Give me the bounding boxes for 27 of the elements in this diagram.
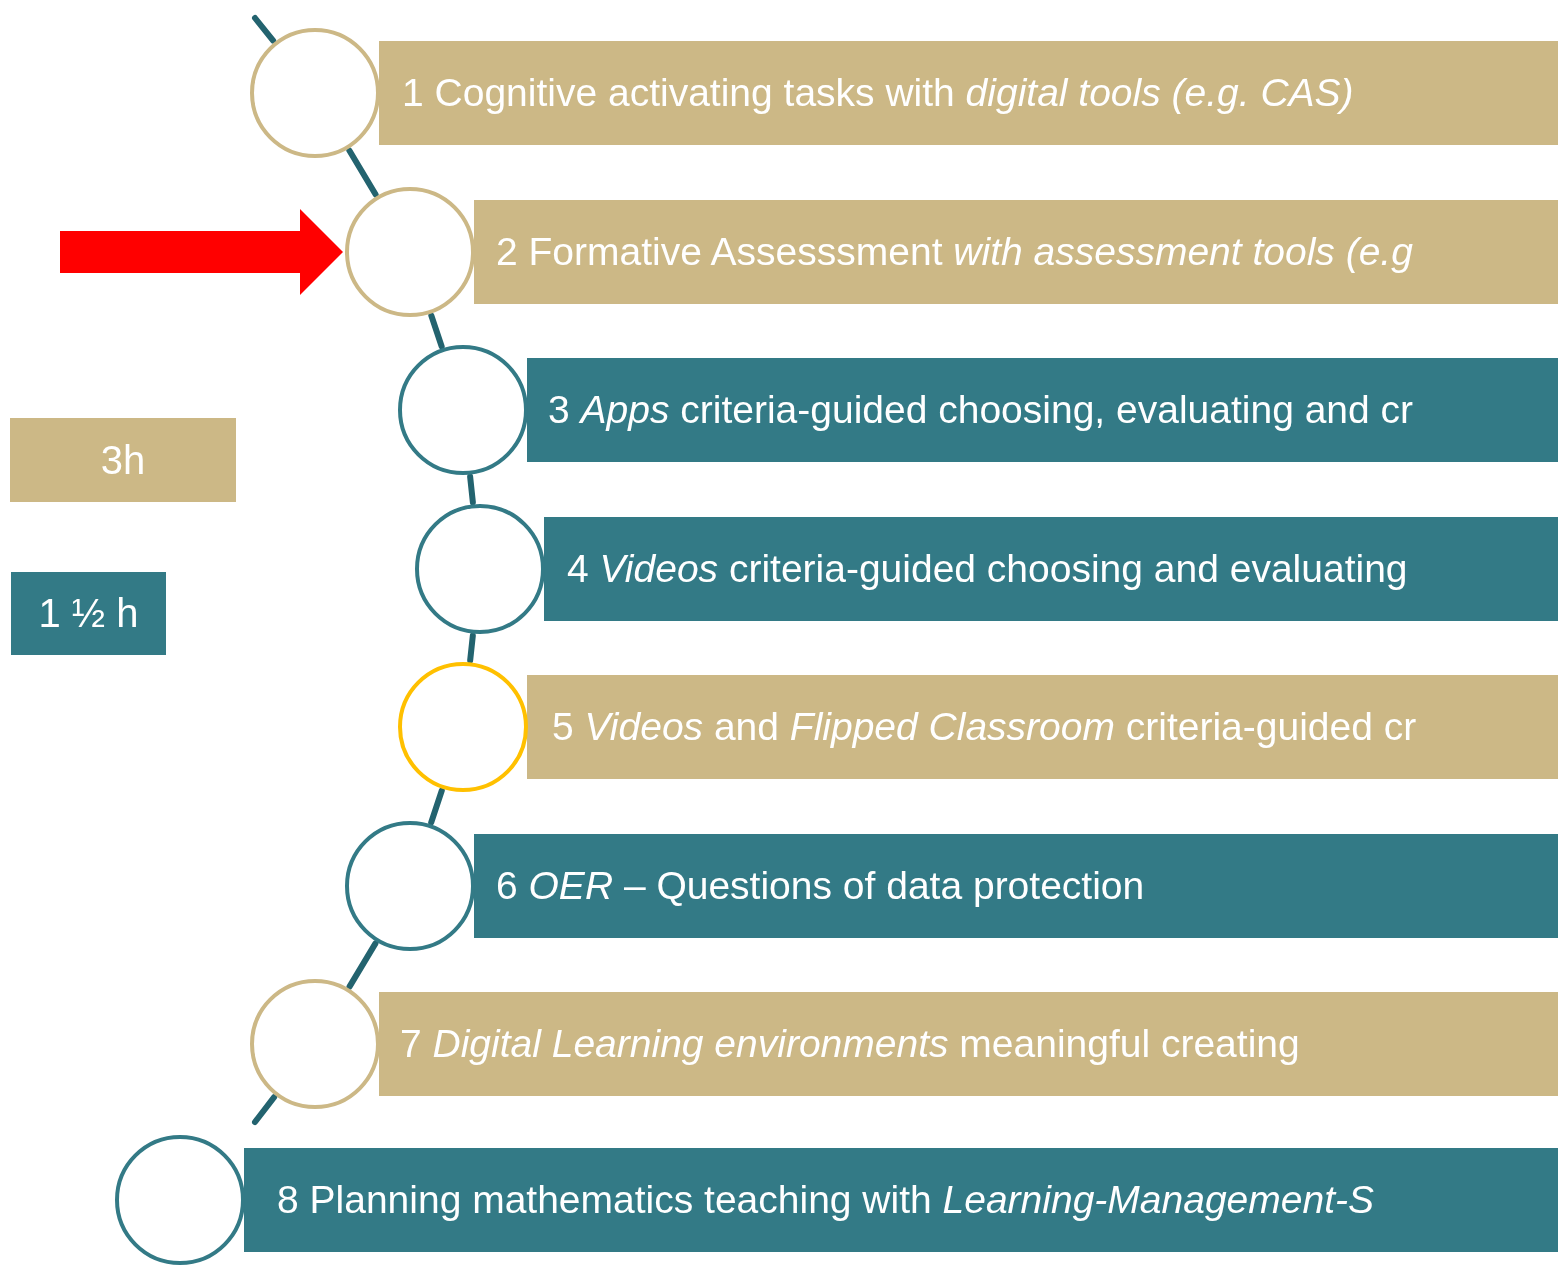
connector-line [346,147,379,198]
connector-line [346,940,379,990]
connector-line [252,15,277,44]
topic-text: 1 Cognitive activating tasks with digital tools (e.g. CAS) [402,71,1354,115]
topic-bar [379,41,1558,145]
topic-text: 5 Videos and Flipped Classroom criteria-guided cr [552,705,1417,749]
topic-bar [474,200,1558,304]
arrow [60,209,343,295]
topic-bar [544,517,1558,621]
connector-line [428,787,445,826]
topic-bar [527,358,1558,462]
connector-line [252,1094,278,1125]
topic-bar [379,992,1558,1096]
topic-text: 2 Formative Assesssment with assessment tools (e.g [496,230,1413,274]
topic-text: 4 Videos criteria-guided choosing and evaluating [567,547,1408,591]
legend-item: 3h [10,418,236,502]
connector-line [428,312,445,350]
topic-text: 7 Digital Learning environments meaningful creating [400,1022,1300,1066]
connector-line [467,473,476,506]
topic-text: 6 OER – Questions of data protection [496,864,1145,908]
connector-line [467,632,476,664]
topic-bar [474,834,1558,938]
topic-text: 8 Planning mathematics teaching with Learning-Management-S [277,1178,1374,1222]
topic-bar [244,1148,1558,1252]
legend-item: 1 ½ h [11,572,166,655]
topic-text: 3 Apps criteria-guided choosing, evaluating and cr [548,388,1414,432]
topic-bar [527,675,1558,779]
